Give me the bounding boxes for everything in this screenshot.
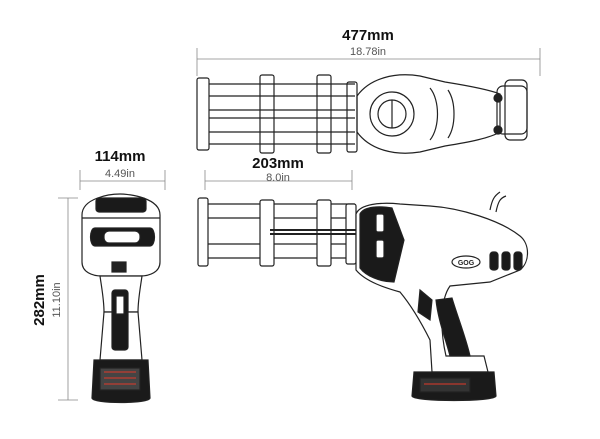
arm-dimension: 203mm 8.0in [204, 155, 353, 190]
top-view [196, 74, 528, 154]
width-mm-label: 114mm [95, 148, 146, 165]
length-in-label: 18.78in [350, 46, 386, 58]
height-mm-label: 282mm [31, 274, 48, 326]
front-view [81, 193, 161, 404]
arm-mm-label: 203mm [252, 155, 304, 172]
side-view: GOG [197, 191, 529, 402]
width-dimension: 114mm 4.49in [79, 148, 166, 190]
arm-in-label: 8.0in [266, 172, 290, 184]
height-dimension: 282mm 11.10in [31, 197, 78, 401]
length-dimension: 477mm 18.78in [196, 27, 541, 76]
side-logo-text: GOG [458, 260, 475, 267]
width-in-label: 4.49in [105, 168, 135, 180]
height-in-label: 11.10in [51, 282, 63, 317]
length-mm-label: 477mm [342, 27, 394, 44]
